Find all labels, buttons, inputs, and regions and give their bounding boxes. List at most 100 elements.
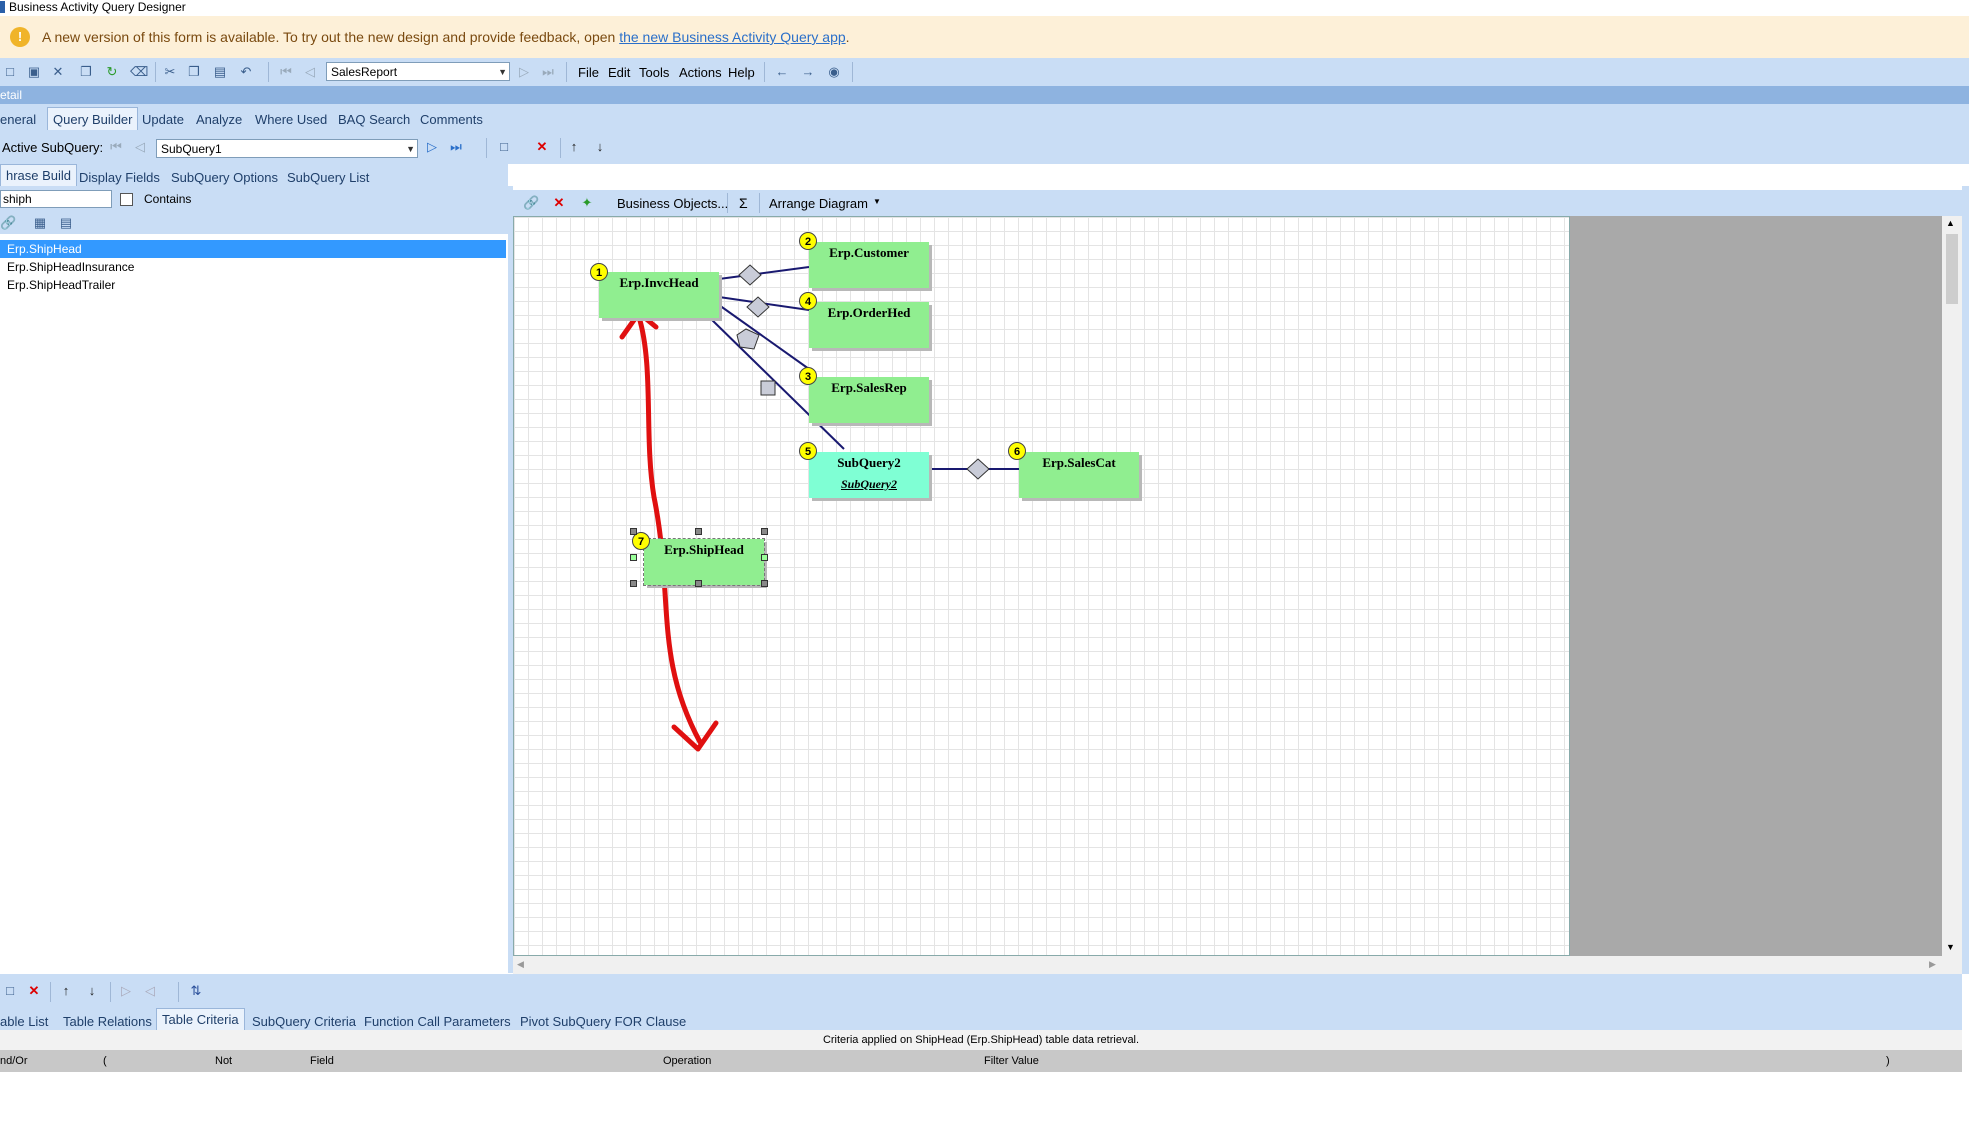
list-item[interactable]: Erp.ShipHeadInsurance [7, 260, 135, 274]
diagram-vertical-scrollbar[interactable]: ▲ ▼ [1942, 216, 1962, 956]
scroll-right-icon[interactable]: ▶ [1929, 959, 1936, 969]
move-up-icon[interactable]: ↑ [62, 983, 70, 998]
prev-subquery-icon[interactable]: ◁ [135, 139, 145, 154]
contains-checkbox[interactable] [120, 193, 133, 206]
table-search-input[interactable] [0, 190, 112, 208]
tab-comments[interactable]: Comments [420, 112, 483, 127]
first-subquery-icon[interactable]: ⏮ [110, 139, 122, 154]
arrange-diagram-button[interactable]: Arrange Diagram [769, 196, 868, 211]
diagram-table-selected[interactable]: Erp.ShipHead [643, 538, 765, 586]
delete-criteria-icon[interactable]: ✕ [28, 983, 40, 998]
menu-help[interactable]: Help [728, 65, 755, 80]
grid-icon[interactable]: ▦ [33, 215, 47, 230]
menu-actions[interactable]: Actions [679, 65, 722, 80]
last-record-icon[interactable]: ⏭ [542, 64, 554, 79]
copy-icon[interactable]: ❐ [80, 64, 92, 79]
active-subquery-combo[interactable]: SubQuery1▼ [156, 139, 418, 158]
new-icon[interactable]: □ [6, 64, 14, 79]
delete-subquery-icon[interactable]: ✕ [536, 139, 548, 154]
column-header[interactable]: Field [310, 1055, 334, 1067]
prev-record-icon[interactable]: ◁ [305, 64, 315, 79]
tab-table-criteria[interactable]: Table Criteria [156, 1008, 245, 1031]
paste-copy-icon[interactable]: ❐ [188, 64, 200, 79]
diagram-table[interactable]: Erp.OrderHed [809, 302, 929, 348]
scroll-down-icon[interactable]: ▼ [1946, 942, 1955, 952]
delete-icon[interactable]: ✕ [52, 64, 64, 79]
resize-handle[interactable] [695, 580, 702, 587]
tab-subquery-options[interactable]: SubQuery Options [171, 170, 278, 185]
print-icon[interactable]: ▤ [59, 215, 73, 230]
back-icon[interactable]: ← [775, 64, 789, 79]
tab-table-list[interactable]: able List [0, 1014, 49, 1029]
tab-function-call-parameters[interactable]: Function Call Parameters [364, 1014, 511, 1029]
expand-icon[interactable]: ▷ [121, 983, 131, 998]
collapse-icon[interactable]: ◁ [145, 983, 155, 998]
tab-subquery-list[interactable]: SubQuery List [287, 170, 370, 185]
tab-subquery-criteria[interactable]: SubQuery Criteria [252, 1014, 357, 1029]
tab-update[interactable]: Update [142, 112, 184, 127]
column-header[interactable]: Not [215, 1055, 233, 1067]
undo-icon[interactable]: ↶ [240, 64, 252, 79]
column-header[interactable]: nd/Or [0, 1055, 28, 1067]
query-id-combo[interactable]: SalesReport▼ [326, 62, 510, 81]
resize-handle[interactable] [630, 580, 637, 587]
tab-phrase-build[interactable]: hrase Build [0, 164, 78, 187]
move-up-icon[interactable]: ↑ [570, 139, 578, 154]
tab-analyze[interactable]: Analyze [196, 112, 243, 127]
tab-where-used[interactable]: Where Used [255, 112, 328, 127]
link-icon[interactable]: 🔗 [523, 195, 540, 210]
forward-icon[interactable]: → [801, 64, 815, 79]
business-objects-button[interactable]: Business Objects... [617, 196, 729, 211]
criteria-grid-body[interactable] [0, 1072, 1962, 1139]
diagram-table[interactable]: Erp.Customer [809, 242, 929, 288]
move-down-icon[interactable]: ↓ [88, 983, 96, 998]
column-header[interactable]: Operation [663, 1055, 712, 1067]
pane-splitter[interactable] [508, 186, 513, 973]
scroll-up-icon[interactable]: ▲ [1946, 218, 1955, 228]
scroll-thumb[interactable] [1946, 234, 1958, 304]
menu-tools[interactable]: Tools [639, 65, 670, 80]
link-icon[interactable]: 🔗 [0, 215, 17, 230]
tab-display-fields[interactable]: Display Fields [79, 170, 160, 185]
scroll-left-icon[interactable]: ◀ [517, 959, 524, 969]
tab-table-relations[interactable]: Table Relations [63, 1014, 152, 1029]
resize-handle[interactable] [630, 528, 637, 535]
diagram-table[interactable]: Erp.SalesRep [809, 377, 929, 423]
resize-handle[interactable] [761, 528, 768, 535]
column-header[interactable]: ( [103, 1055, 107, 1067]
column-header[interactable]: Filter Value [984, 1055, 1039, 1067]
column-header[interactable]: ) [1886, 1055, 1890, 1067]
home-icon[interactable]: ◉ [828, 64, 840, 79]
new-criteria-icon[interactable]: □ [6, 983, 14, 998]
save-icon[interactable]: ▣ [27, 64, 41, 79]
diagram-table[interactable]: Erp.InvcHead [599, 272, 719, 318]
cut-icon[interactable]: ✂ [164, 64, 176, 79]
list-item[interactable]: Erp.ShipHeadTrailer [7, 278, 116, 292]
diagram-table[interactable]: Erp.SalesCat [1019, 452, 1139, 498]
next-record-icon[interactable]: ▷ [519, 64, 529, 79]
new-app-link[interactable]: the new Business Activity Query app [619, 29, 846, 45]
paste-icon[interactable]: ▤ [213, 64, 227, 79]
resize-handle[interactable] [761, 580, 768, 587]
resize-handle[interactable] [630, 554, 637, 561]
clear-icon[interactable]: ⌫ [130, 64, 149, 79]
refresh-icon[interactable]: ↻ [106, 64, 118, 79]
resize-handle[interactable] [695, 528, 702, 535]
last-subquery-icon[interactable]: ⏭ [450, 139, 462, 154]
move-down-icon[interactable]: ↓ [596, 139, 604, 154]
tab-general[interactable]: eneral [0, 112, 37, 127]
diagram-canvas[interactable]: Erp.InvcHead 1 Erp.Customer 2 Erp.OrderH… [513, 216, 1570, 956]
menu-file[interactable]: File [578, 65, 599, 80]
tab-baq-search[interactable]: BAQ Search [338, 112, 411, 127]
next-subquery-icon[interactable]: ▷ [427, 139, 437, 154]
list-item[interactable]: Erp.ShipHead [0, 240, 506, 258]
first-record-icon[interactable]: ⏮ [280, 64, 292, 79]
resize-handle[interactable] [761, 554, 768, 561]
menu-edit[interactable]: Edit [608, 65, 631, 80]
diagram-horizontal-scrollbar[interactable]: ◀ ▶ [513, 956, 1962, 974]
sigma-icon[interactable]: Σ [739, 195, 748, 211]
new-subquery-icon[interactable]: □ [500, 139, 508, 154]
delete-table-icon[interactable]: ✕ [553, 195, 565, 210]
tab-query-builder[interactable]: Query Builder [47, 107, 139, 132]
